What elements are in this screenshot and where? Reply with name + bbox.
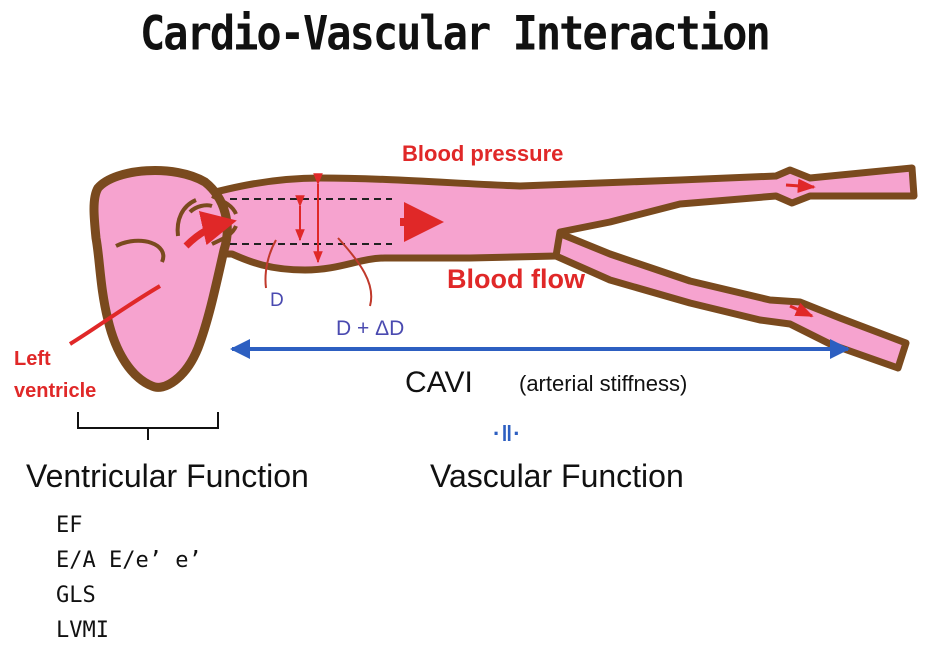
vascular-function-heading: Vascular Function [430, 458, 684, 494]
blood-pressure-label: Blood pressure [402, 141, 564, 166]
diameter-label: D [270, 290, 284, 311]
cavi-subtitle: (arterial stiffness) [519, 371, 688, 396]
metric-lvmi: LVMI [56, 618, 109, 643]
cavi-label: CAVI [405, 366, 473, 399]
diameter-change-label: D + ΔD [336, 317, 405, 340]
dd-leader-line [337, 237, 373, 307]
left-ventricle-pointer [68, 284, 162, 346]
d-leader-line [264, 239, 277, 289]
ventricular-bracket [77, 412, 219, 440]
metric-ea-ee: E/A E/e’ e’ [56, 548, 202, 573]
left-ventricle-shape [89, 166, 232, 392]
lower-branch-flow-arrow [789, 302, 814, 318]
left-ventricle-label-line2: ventricle [14, 380, 97, 402]
metric-ef: EF [56, 513, 83, 538]
ejection-flow-arrow [183, 210, 237, 249]
left-ventricle-label-line1: Left [14, 348, 51, 370]
upper-branch-flow-arrow [785, 178, 816, 194]
lower-artery-branch [552, 228, 910, 372]
equivalence-symbol: ·‖· [493, 421, 522, 446]
blood-flow-label: Blood flow [447, 264, 585, 294]
ventricular-function-heading: Ventricular Function [26, 458, 309, 494]
valve-contour [175, 198, 213, 237]
left-ventricle-label: Left ventricle [14, 343, 96, 407]
ventricle-wall-contour [115, 238, 166, 263]
page-title: Cardio-Vascular Interaction [140, 6, 771, 61]
metric-gls: GLS [56, 583, 96, 608]
aorta-vessel [196, 164, 918, 274]
